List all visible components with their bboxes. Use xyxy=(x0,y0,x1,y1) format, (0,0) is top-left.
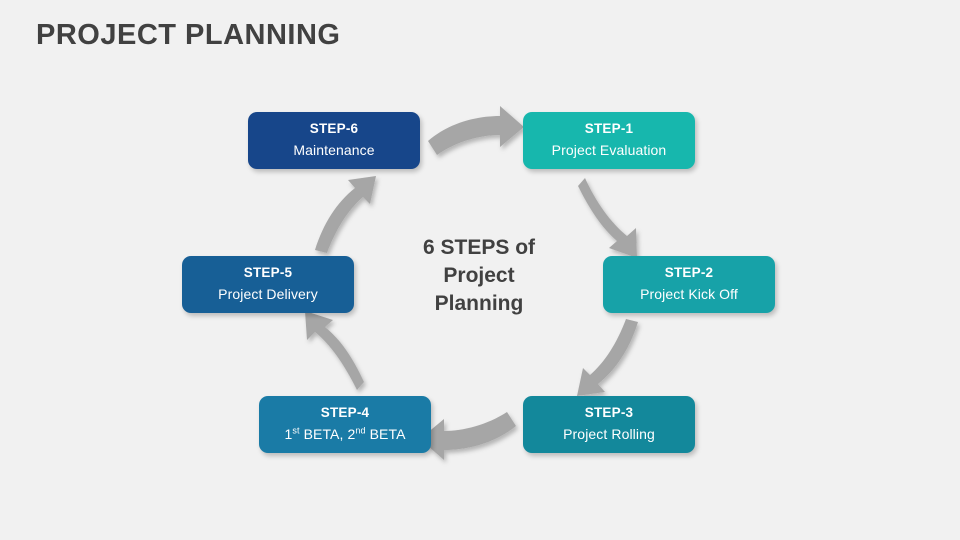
step-box-step3[interactable]: STEP-3 Project Rolling xyxy=(523,396,695,453)
curved-arrow-up-left-icon xyxy=(305,311,364,390)
step-box-step5[interactable]: STEP-5 Project Delivery xyxy=(182,256,354,313)
beta-separator: BETA, 2 xyxy=(299,426,356,443)
beta-first-ordinal: st xyxy=(292,425,300,436)
beta-second-ordinal: nd xyxy=(355,425,366,436)
step-title: STEP-6 xyxy=(309,121,359,137)
step-subtitle: 1st BETA, 2nd BETA xyxy=(284,425,406,443)
step-subtitle: Maintenance xyxy=(293,142,375,159)
step-subtitle: Project Kick Off xyxy=(640,286,738,303)
center-label-line2: Project xyxy=(443,263,515,287)
curved-arrow-right-icon xyxy=(428,106,524,155)
page-title: PROJECT PLANNING xyxy=(36,19,341,51)
curved-arrow-down-right-icon xyxy=(578,178,637,258)
step-box-step1[interactable]: STEP-1 Project Evaluation xyxy=(523,112,695,169)
step-box-step6[interactable]: STEP-6 Maintenance xyxy=(248,112,420,169)
step-title: STEP-1 xyxy=(584,121,634,137)
step-title: STEP-2 xyxy=(664,265,714,281)
step-box-step2[interactable]: STEP-2 Project Kick Off xyxy=(603,256,775,313)
curved-arrow-down-left-icon xyxy=(577,319,638,396)
beta-second-label: BETA xyxy=(365,426,406,443)
curved-arrow-up-right-icon xyxy=(315,176,376,253)
step-box-step4[interactable]: STEP-4 1st BETA, 2nd BETA xyxy=(259,396,431,453)
step-subtitle: Project Evaluation xyxy=(551,142,667,159)
step-subtitle: Project Rolling xyxy=(563,426,655,443)
beta-first-number: 1 xyxy=(284,426,293,443)
center-label-line3: Planning xyxy=(434,291,524,315)
step-title: STEP-5 xyxy=(243,265,293,281)
center-label-line1: 6 STEPS of xyxy=(422,236,536,259)
center-label: 6 STEPS of Project Planning xyxy=(379,234,579,318)
step-title: STEP-3 xyxy=(584,405,634,421)
step-subtitle: Project Delivery xyxy=(218,286,318,303)
curved-arrow-left-icon xyxy=(420,412,516,460)
step-title: STEP-4 xyxy=(320,405,370,421)
